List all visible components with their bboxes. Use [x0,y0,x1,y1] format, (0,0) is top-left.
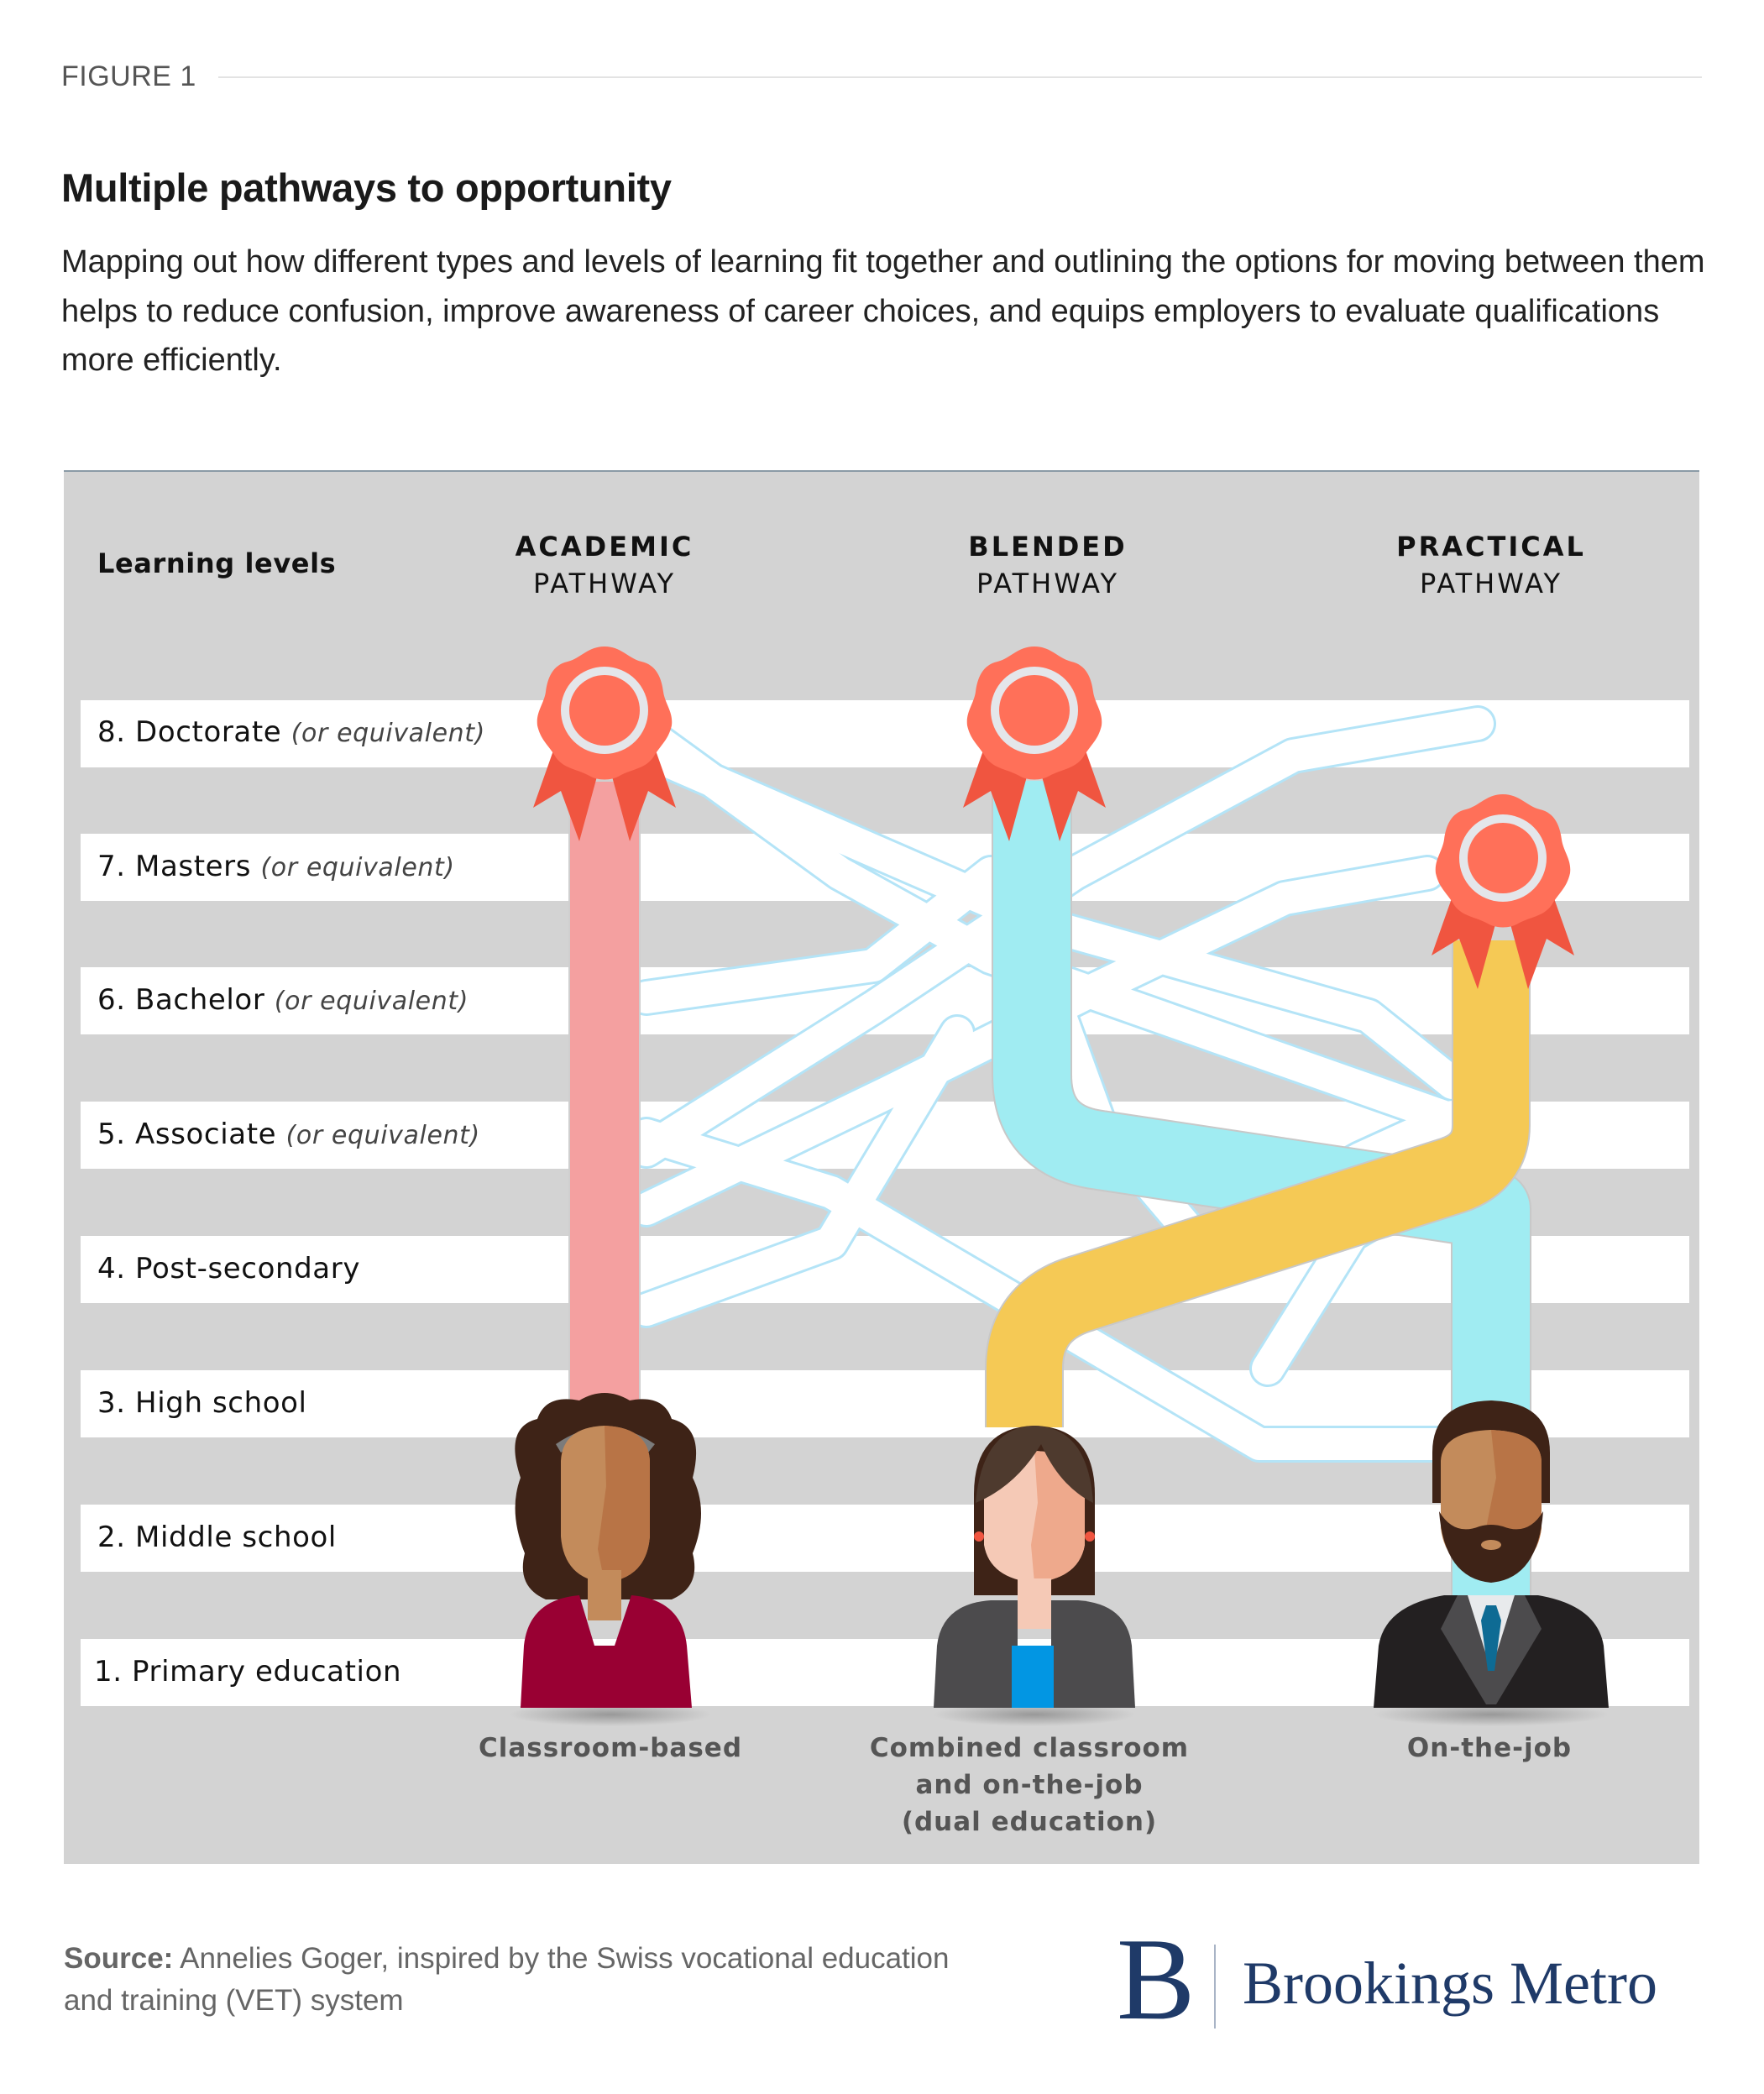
figure-title: Multiple pathways to opportunity [61,165,672,210]
blended-pathway-heading: BLENDED PATHWAY [880,531,1216,599]
academic-pathway-name: ACADEMIC [515,531,694,563]
blended-pathway-suffix: PATHWAY [976,568,1120,599]
level-name: 6. Bachelor [97,983,265,1017]
blended-pathway-bar [993,781,1530,1595]
level-label-1: 1. Primary education [94,1655,401,1688]
dual-education-student-avatar-icon [934,1426,1135,1726]
figure-description: Mapping out how different types and leve… [61,244,1705,378]
blended-pathway-caption: Combined classroom and on-the-job (dual … [811,1730,1248,1840]
practical-award-ribbon-icon [1432,794,1574,989]
academic-award-ribbon-icon [533,647,676,841]
source-text: Annelies Goger, inspired by the Swiss vo… [64,1942,950,2017]
caption-line: (dual education) [901,1807,1158,1837]
level-label-4: 4. Post-secondary [97,1252,360,1285]
academic-pathway-heading: ACADEMIC PATHWAY [437,531,772,599]
level-label-6: 6. Bachelor (or equivalent) [97,983,468,1017]
level-name: 4. Post-secondary [97,1252,361,1285]
brookings-logo-mark: B [1117,1914,1196,2044]
practical-pathway-caption: On-the-job [1271,1730,1708,1767]
level-label-5: 5. Associate (or equivalent) [97,1118,480,1151]
caption-line: Classroom-based [478,1733,743,1763]
figure-label: FIGURE 1 [61,60,196,92]
level-label-7: 7. Masters (or equivalent) [97,850,455,883]
blended-pathway-name: BLENDED [968,531,1128,563]
brookings-metro-logo-text: Brookings Metro [1243,1950,1657,2017]
level-qualifier: (or equivalent) [291,719,485,748]
blended-award-ribbon-icon [963,647,1106,841]
caption-line: On-the-job [1406,1733,1573,1763]
level-name: 5. Associate [97,1118,277,1151]
level-qualifier: (or equivalent) [285,1121,480,1150]
practical-pathway-name: PRACTICAL [1396,531,1586,563]
level-name: 8. Doctorate [97,715,282,749]
pathway-network-graphic [510,647,1609,1726]
academic-pathway-caption: Classroom-based [392,1730,829,1767]
level-label-3: 3. High school [97,1386,307,1420]
caption-line: and on-the-job [915,1770,1144,1800]
logo-divider [1214,1945,1216,2029]
level-name: 2. Middle school [97,1521,337,1554]
practical-pathway-heading: PRACTICAL PATHWAY [1323,531,1659,599]
level-qualifier: (or equivalent) [260,853,455,882]
practical-pathway-suffix: PATHWAY [1419,568,1563,599]
source-note: Source: Annelies Goger, inspired by the … [64,1938,987,2022]
classroom-student-avatar-icon [510,1393,711,1726]
level-label-2: 2. Middle school [97,1521,337,1554]
caption-line: Combined classroom [869,1733,1190,1763]
source-label: Source: [64,1942,174,1975]
level-row-2 [81,1505,1689,1572]
level-name: 1. Primary education [94,1655,402,1688]
learning-levels-heading: Learning levels [97,547,337,579]
level-name: 3. High school [97,1386,307,1420]
level-name: 7. Masters [97,850,252,883]
on-the-job-worker-avatar-icon [1374,1400,1609,1726]
academic-pathway-bar [568,780,641,1437]
figure-divider [218,76,1702,78]
level-qualifier: (or equivalent) [274,987,469,1016]
level-label-8: 8. Doctorate (or equivalent) [97,715,485,749]
academic-pathway-suffix: PATHWAY [532,568,677,599]
level-row-4 [81,1236,1689,1303]
practical-pathway-bar [987,940,1529,1427]
